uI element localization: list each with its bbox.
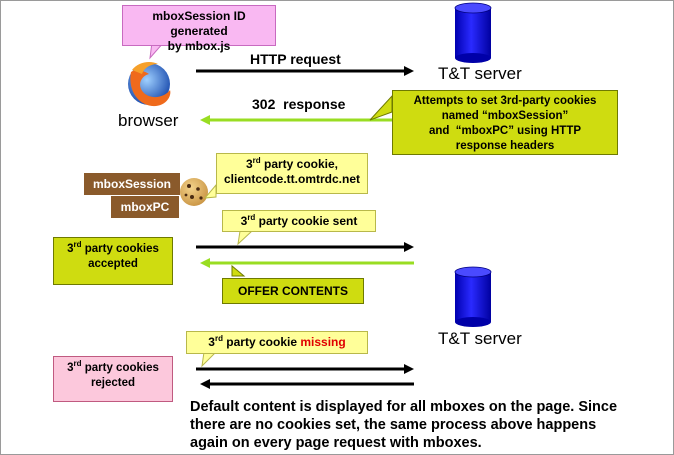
- footer-line: there are no cookies set, the same proce…: [190, 417, 597, 433]
- cookie-icon: [180, 178, 208, 206]
- attempt-callout-tail: [369, 94, 393, 121]
- ordinal-suffix: rd: [247, 213, 256, 222]
- box-line: accepted: [88, 258, 138, 270]
- ordinal-number: 3: [67, 243, 74, 255]
- callout-text: party cookie: [222, 335, 301, 349]
- callout-line: and “mboxPC” using HTTP: [428, 125, 582, 137]
- ordinal-suffix: rd: [214, 334, 223, 343]
- cookies-accepted-box: 3rd party cookies accepted: [53, 237, 173, 285]
- callout-line: Attempts to set 3rd-party cookies: [413, 95, 597, 107]
- ordinal-number: 3: [208, 335, 215, 349]
- response-label: 302 response: [252, 96, 346, 112]
- http-request-arrow: [196, 66, 414, 76]
- server-label-top: T&T server: [438, 64, 522, 83]
- cookie-sent-arrow: [196, 242, 414, 252]
- cookie-name-mboxsession: mboxSession: [84, 173, 180, 195]
- third-party-cookie-callout: 3rd party cookie, clientcode.tt.omtrdc.n…: [216, 153, 368, 194]
- box-line: 3rd party cookies: [54, 359, 172, 376]
- box-text: party cookies: [81, 243, 159, 255]
- mboxsession-generated-callout: mboxSession ID generated by mbox.js: [122, 5, 276, 53]
- missing-callout-tail: [201, 351, 218, 368]
- footer-line: again on every page request with mboxes.: [190, 435, 482, 451]
- ordinal-suffix: rd: [73, 240, 82, 250]
- callout-text: party cookie,: [260, 157, 339, 171]
- box-line: rejected: [90, 377, 136, 389]
- footer-line: Default content is displayed for all mbo…: [190, 399, 618, 415]
- callout-line: by mbox.js: [167, 39, 231, 53]
- ordinal-number: 3: [245, 157, 253, 171]
- callout-line: named “mboxSession”: [441, 110, 569, 122]
- http-request-label: HTTP request: [250, 51, 341, 67]
- offer-contents-box: OFFER CONTENTS: [222, 278, 364, 304]
- attempt-set-cookies-callout: Attempts to set 3rd-party cookies named …: [392, 90, 618, 155]
- server-label-bottom: T&T server: [438, 329, 522, 348]
- offer-box-tail: [231, 264, 246, 277]
- response-arrow: [200, 115, 404, 125]
- box-text: party cookies: [81, 362, 159, 374]
- callout-line: response headers: [455, 140, 555, 152]
- ordinal-number: 3: [240, 214, 248, 228]
- box-line: 3rd party cookies: [54, 240, 172, 257]
- cookie-name-mboxpc: mboxPC: [111, 196, 179, 218]
- callout-line: clientcode.tt.omtrdc.net: [223, 172, 360, 186]
- cookie-sent-tail: [237, 230, 254, 246]
- browser-icon: [128, 62, 171, 107]
- default-response-arrow: [200, 379, 414, 389]
- offer-arrow: [200, 258, 414, 268]
- server-top-icon: [454, 2, 492, 63]
- ordinal-suffix: rd: [73, 359, 82, 369]
- footer-explanation: Default content is displayed for all mbo…: [190, 398, 670, 452]
- server-bottom-icon: [454, 266, 492, 327]
- missing-request-arrow: [196, 364, 414, 374]
- callout-line: mboxSession ID generated: [152, 9, 246, 38]
- cookie-missing-callout: 3rd party cookie missing: [186, 331, 368, 354]
- ordinal-suffix: rd: [252, 156, 261, 165]
- callout-line: 3rd party cookie,: [217, 157, 367, 172]
- callout-text: party cookie sent: [255, 214, 358, 228]
- cookie-sent-callout: 3rd party cookie sent: [222, 210, 376, 232]
- missing-highlight: missing: [300, 335, 346, 349]
- browser-label: browser: [118, 111, 179, 130]
- cookies-rejected-box: 3rd party cookies rejected: [53, 356, 173, 402]
- ordinal-number: 3: [67, 362, 74, 374]
